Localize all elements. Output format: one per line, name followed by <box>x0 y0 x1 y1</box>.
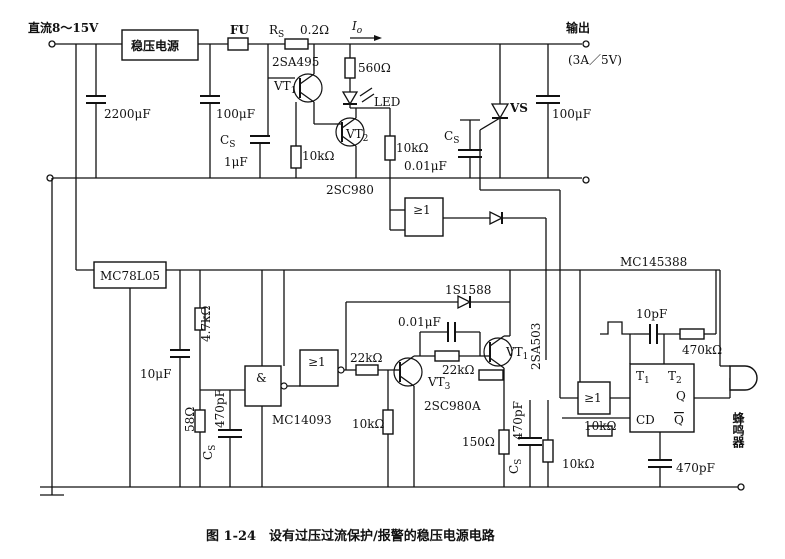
mc78l05-label: MC78L05 <box>100 269 160 283</box>
vt2-transistor <box>335 108 365 178</box>
io-label: Io <box>351 19 363 36</box>
t1-label: T1 <box>636 369 650 386</box>
schmitt-c-label: ≥1 <box>584 391 602 405</box>
r47k <box>194 270 206 410</box>
cap-470c <box>648 432 672 487</box>
cs-right-label: CS <box>507 459 524 474</box>
r10k-c-label: 10kΩ <box>352 417 385 431</box>
cap-100a <box>200 44 220 178</box>
output-terminal-pos <box>582 40 590 48</box>
r10k-e-label: 10kΩ <box>584 419 617 433</box>
nand-label: & <box>256 371 267 385</box>
schmitt-a-label: ≥1 <box>413 203 431 217</box>
cd-pin-label: CD <box>636 413 655 427</box>
r150-c470 <box>498 400 554 487</box>
vt3-label: VT3 <box>427 375 451 392</box>
fu-label: FU <box>230 23 250 37</box>
r10k-b-label: 10kΩ <box>396 141 429 155</box>
r22k-b-label: 22kΩ <box>442 363 475 377</box>
c470b-label: 470pF <box>511 401 525 440</box>
regulator-label: 稳压电源 <box>131 38 179 53</box>
c10u-label: 10μF <box>140 367 171 381</box>
r470k-label: 470kΩ <box>682 343 722 357</box>
diode-1s1588 <box>345 294 510 370</box>
pulse-and-rc <box>600 270 717 364</box>
input-terminal-pos <box>48 40 56 48</box>
c470c-label: 470pF <box>676 461 715 475</box>
rs-resistor <box>284 38 309 50</box>
q-pin-label: Q <box>676 389 686 403</box>
c100b-label: 100μF <box>552 107 591 121</box>
vt1b-label: VT1 <box>505 345 528 362</box>
schmitt-a <box>389 197 547 360</box>
r10k-d-label: 10kΩ <box>562 457 595 471</box>
c001b-label: 0.01μF <box>398 315 441 329</box>
vt2-label: VT2 <box>345 127 368 144</box>
figure-caption: 图 1-24 设有过压过流保护/报警的稳压电源电路 <box>206 528 496 544</box>
r10k-b <box>384 108 405 211</box>
r150-label: 150Ω <box>462 435 495 449</box>
r58-label: 58Ω <box>183 407 197 432</box>
cs-bottom <box>200 389 245 487</box>
cs-mid-label: CS <box>444 129 459 146</box>
schmitt-b-label: ≥1 <box>308 355 326 369</box>
r10k-a <box>290 102 302 178</box>
cs-bottom-label: CS <box>201 445 218 460</box>
cap-2200 <box>86 44 106 178</box>
vs-label: VS <box>509 101 528 115</box>
regulator-block <box>121 29 199 61</box>
c1u-label: 1μF <box>224 155 248 169</box>
r560-led <box>341 44 390 109</box>
cs-mid <box>458 119 482 178</box>
output-label: 输出 <box>566 20 590 35</box>
mc14093-label: MC14093 <box>272 413 332 427</box>
rs-value: 0.2Ω <box>300 23 329 37</box>
buzzer-label: 蜂鸣器 <box>731 411 745 449</box>
r22k-a-label: 22kΩ <box>350 351 383 365</box>
cap-100b <box>536 44 560 178</box>
ground-rail <box>40 178 745 496</box>
vt1-transistor <box>267 44 335 125</box>
q2sc980-label: 2SC980 <box>326 183 374 197</box>
c2200-label: 2200μF <box>104 107 151 121</box>
cs-left-label: CS <box>220 133 235 150</box>
vt1b-transistor <box>478 270 513 420</box>
mc145388-label: MC145388 <box>620 255 687 269</box>
c001a-label: 0.01μF <box>404 159 447 173</box>
r10k-a-label: 10kΩ <box>302 149 335 163</box>
r560-label: 560Ω <box>358 61 391 75</box>
schmitt-b <box>299 349 395 387</box>
vt3-transistor <box>382 355 480 487</box>
buzzer <box>694 270 758 399</box>
schmitt-c <box>559 280 630 415</box>
cap-001b <box>419 322 481 362</box>
q2sc980a-label: 2SC980A <box>424 399 481 413</box>
q2sa495-label: 2SA495 <box>272 55 319 69</box>
top-rail <box>48 40 590 48</box>
r47k-label: 4.7kΩ <box>199 306 213 342</box>
fuse <box>227 37 249 51</box>
c470a-label: 470pF <box>213 389 227 428</box>
t2-label: T2 <box>668 369 682 386</box>
vs-thyristor <box>479 44 561 280</box>
input-label: 直流8～15V <box>28 20 99 35</box>
rs-label: RS <box>269 23 284 40</box>
led-label: LED <box>374 95 400 109</box>
cs-left <box>250 78 270 178</box>
nand-gate <box>244 270 300 487</box>
c100a-label: 100μF <box>216 107 255 121</box>
c10pa-label: 10pF <box>636 307 667 321</box>
vt1-label: VT1 <box>273 79 296 96</box>
r10k-e <box>587 425 613 437</box>
q2sa503-label: 2SA503 <box>529 323 543 370</box>
output-spec: (3A／5V) <box>568 53 622 67</box>
diode-1s1588-label: 1S1588 <box>445 283 491 297</box>
qbar-pin-label: Q <box>674 413 684 427</box>
middle-rail <box>46 174 590 184</box>
output-terminal-neg <box>582 176 590 184</box>
